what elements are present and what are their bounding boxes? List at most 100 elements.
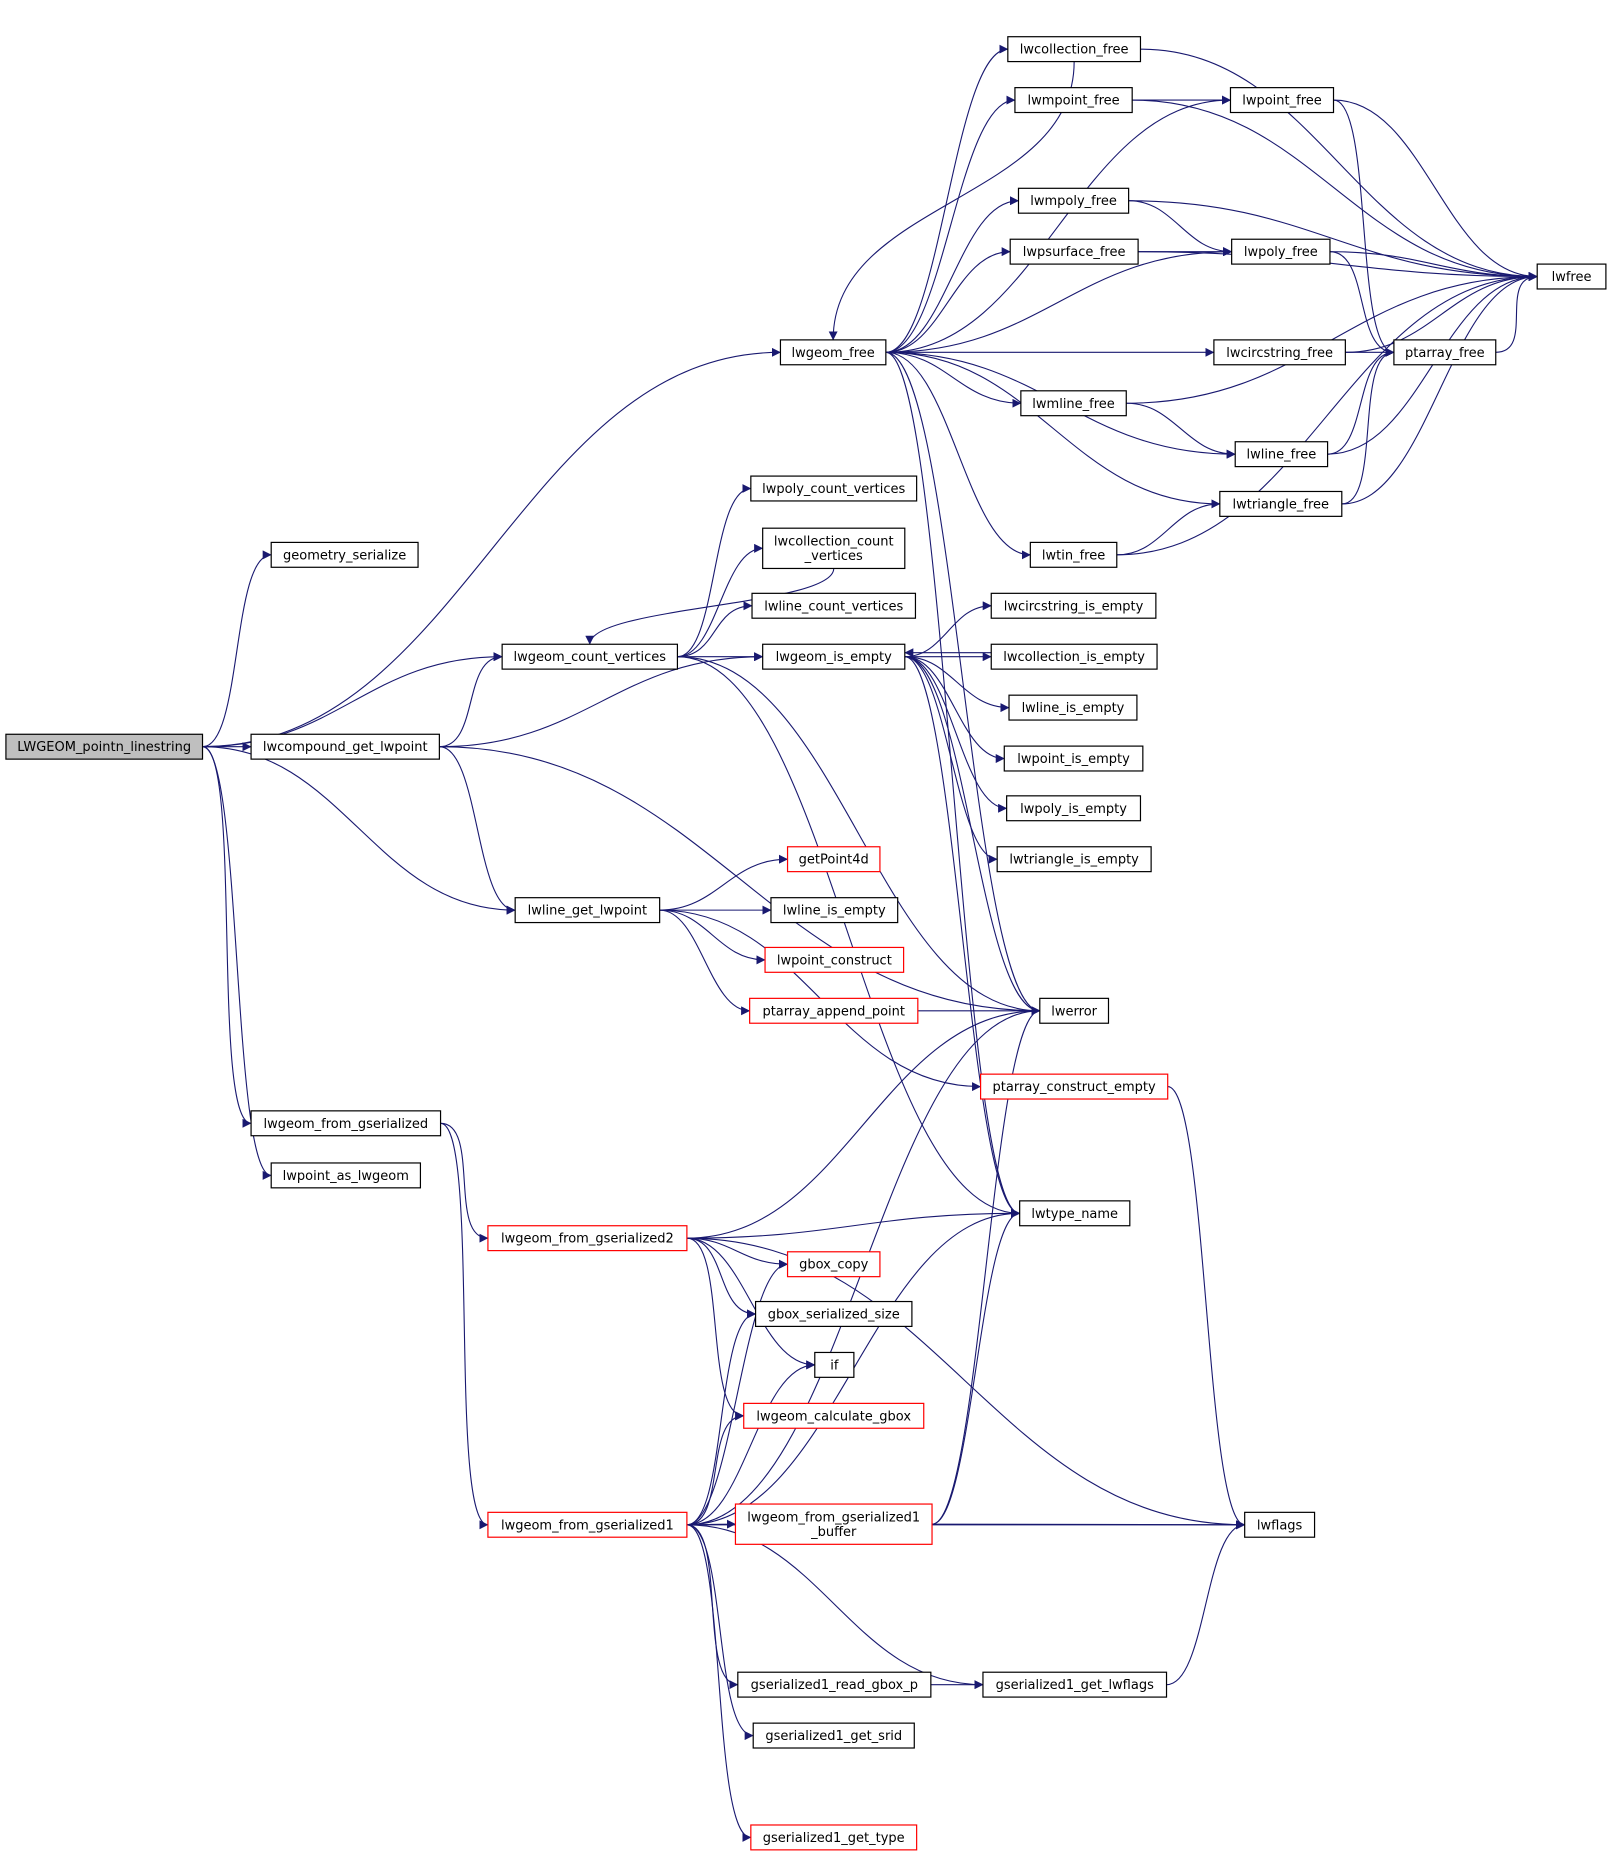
edge-lwcompound_get_lwpoint-to-lwgeom_is_empty (439, 652, 764, 748)
edge-lwline_get_lwpoint-to-lwpoint_construct (659, 909, 766, 965)
node-label: lwpsurface_free (1023, 245, 1126, 260)
node-lwline-is-empty-2[interactable]: lwline_is_empty (770, 897, 899, 924)
node-label: lwpoint_as_lwgeom (283, 1169, 409, 1184)
node-box (1393, 339, 1497, 366)
edge-lwgeom_free-to-lwerror (885, 351, 1041, 1016)
node-lwgeom-from-gserialized1-buffer[interactable]: lwgeom_from_gserialized1_buffer (734, 1503, 933, 1545)
edge-lwline_get_lwpoint-to-ptarray_append_point (659, 909, 751, 1016)
node-ptarray-free[interactable]: ptarray_free (1393, 339, 1497, 366)
node-lwline-is-empty-1[interactable]: lwline_is_empty (1008, 694, 1138, 721)
node-ptarray-construct-empty[interactable]: ptarray_construct_empty (979, 1073, 1169, 1100)
edge-lwline_free-to-ptarray_free (1327, 347, 1395, 455)
node-lwgeom-free[interactable]: lwgeom_free (779, 339, 887, 366)
node-lwcollection-free[interactable]: lwcollection_free (1007, 36, 1142, 63)
node-lwtype-name[interactable]: lwtype_name (1019, 1200, 1131, 1227)
node-gbox-serialized-size[interactable]: gbox_serialized_size (754, 1300, 913, 1328)
node-geometry-serialize[interactable]: geometry_serialize (270, 541, 419, 568)
node-label: lwline_is_empty (783, 904, 886, 919)
node-root[interactable]: LWGEOM_pointn_linestring (5, 733, 204, 760)
node-lwtin-free[interactable]: lwtin_free (1029, 541, 1118, 568)
node-box (762, 643, 906, 670)
node-box (750, 475, 918, 502)
node-lwgeom-from-gserialized1[interactable]: lwgeom_from_gserialized1 (487, 1511, 688, 1538)
node-lwline-count-vertices[interactable]: lwline_count_vertices (751, 592, 917, 619)
node-lwmline-free[interactable]: lwmline_free (1020, 390, 1127, 417)
node-box (1213, 339, 1346, 366)
node-lwpoly-count-vertices[interactable]: lwpoly_count_vertices (750, 475, 918, 502)
node-lwpoint-as-lwgeom[interactable]: lwpoint_as_lwgeom (270, 1162, 422, 1189)
node-lwpsurface-free[interactable]: lwpsurface_free (1009, 238, 1139, 265)
node-lwpoly-free[interactable]: lwpoly_free (1231, 238, 1331, 265)
node-lwtriangle-is-empty[interactable]: lwtriangle_is_empty (996, 846, 1152, 873)
edge-lwcompound_get_lwpoint-to-lwerror (439, 746, 1041, 1016)
node-lwcollection-is-empty[interactable]: lwcollection_is_empty (990, 643, 1158, 670)
node-box (514, 897, 661, 924)
node-gserialized1-get-srid[interactable]: gserialized1_get_srid (752, 1722, 915, 1749)
node-label: lwline_is_empty (1022, 701, 1125, 716)
node-lwgeom-from-gserialized2[interactable]: lwgeom_from_gserialized2 (487, 1225, 688, 1252)
edge-root-to-geometry_serialize (202, 550, 272, 748)
edge-lwgeom_count_vertices-to-lwline_count_vertices (677, 601, 753, 658)
node-lwcollection-count-vertices[interactable]: lwcollection_count_vertices (762, 527, 906, 570)
edge-root-to-lwpoint_as_lwgeom (202, 746, 272, 1180)
node-lwcompound-get-lwpoint[interactable]: lwcompound_get_lwpoint (250, 733, 440, 760)
node-lwcircstring-free[interactable]: lwcircstring_free (1213, 339, 1346, 366)
edge-ptarray_construct_empty-to-lwflags (1167, 1086, 1246, 1530)
node-label: lwgeom_from_gserialized1 (747, 1510, 920, 1525)
node-box (250, 1110, 442, 1137)
node-lwpoly-is-empty[interactable]: lwpoly_is_empty (1006, 795, 1142, 822)
node-label: lwpoint_is_empty (1017, 752, 1130, 767)
node-box (982, 1671, 1168, 1698)
node-label: gbox_copy (799, 1258, 869, 1273)
node-box (749, 997, 919, 1024)
node-lwfree[interactable]: lwfree (1536, 263, 1607, 290)
edge-lwgeom_from_gserialized2-to-lwflags (686, 1237, 1246, 1530)
node-box (754, 1300, 913, 1328)
edge-lwgeom_from_gserialized1-to-gbox_copy (686, 1259, 789, 1526)
node-lwline-get-lwpoint[interactable]: lwline_get_lwpoint (514, 897, 661, 924)
node-if[interactable]: if (814, 1351, 855, 1378)
edge-lwgeom_is_empty-to-lwline_is_empty_1 (904, 656, 1010, 713)
node-box (779, 339, 887, 366)
node-lwtriangle-free[interactable]: lwtriangle_free (1219, 490, 1343, 517)
node-lwgeom-is-empty[interactable]: lwgeom_is_empty (762, 643, 906, 670)
node-lwmpoly-free[interactable]: lwmpoly_free (1017, 187, 1130, 214)
edge-lwgeom_free-to-lwtin_free (885, 351, 1031, 560)
edge-lwtriangle_free-to-lwfree (1341, 272, 1538, 505)
edge-lwgeom_count_vertices-to-lwpoly_count_vertices (677, 484, 752, 658)
node-lwgeom-count-vertices[interactable]: lwgeom_count_vertices (501, 643, 679, 670)
node-lwmpoint-free[interactable]: lwmpoint_free (1014, 87, 1133, 114)
node-lwcircstring-is-empty[interactable]: lwcircstring_is_empty (990, 592, 1157, 619)
node-box (1536, 263, 1607, 290)
node-box (1234, 441, 1329, 468)
node-gserialized1-get-type[interactable]: gserialized1_get_type (750, 1824, 918, 1851)
edge-lwgeom_is_empty-to-lwtype_name (904, 656, 1021, 1218)
node-lwpoint-free[interactable]: lwpoint_free (1229, 87, 1335, 114)
node-lwgeom-calculate-gbox[interactable]: lwgeom_calculate_gbox (743, 1402, 925, 1429)
edge-gserialized1_get_lwflags-to-lwflags (1166, 1520, 1246, 1686)
node-box (990, 592, 1157, 619)
edge-root-to-lwgeom_free (202, 347, 781, 748)
node-box (1014, 87, 1133, 114)
node-lwpoint-is-empty[interactable]: lwpoint_is_empty (1003, 745, 1144, 772)
node-box (1017, 187, 1130, 214)
edge-lwgeom_free-to-lwmpoint_free (885, 95, 1016, 353)
node-ptarray-append-point[interactable]: ptarray_append_point (749, 997, 919, 1024)
node-label: lwgeom_free (792, 346, 875, 361)
edge-lwpoly_free-to-lwfree (1329, 251, 1538, 282)
node-label: lwgeom_from_gserialized (264, 1117, 429, 1132)
node-gserialized1-get-lwflags[interactable]: gserialized1_get_lwflags (982, 1671, 1168, 1698)
node-lwline-free[interactable]: lwline_free (1234, 441, 1329, 468)
node-gserialized1-read-gbox-p[interactable]: gserialized1_read_gbox_p (737, 1671, 932, 1698)
node-lwflags[interactable]: lwflags (1244, 1511, 1316, 1538)
edge-lwcompound_get_lwpoint-to-lwline_get_lwpoint (439, 746, 516, 915)
edge-layer (202, 44, 1538, 1842)
node-lwgeom-from-gserialized[interactable]: lwgeom_from_gserialized (250, 1110, 442, 1137)
node-label: lwmpoly_free (1030, 194, 1117, 209)
node-gbox-copy[interactable]: gbox_copy (786, 1251, 881, 1278)
node-lwpoint-construct[interactable]: lwpoint_construct (764, 946, 905, 973)
edge-lwcompound_get_lwpoint-to-lwgeom_count_vertices (439, 652, 503, 748)
node-getPoint4d[interactable]: getPoint4d (786, 846, 881, 873)
node-box (737, 1671, 932, 1698)
node-lwerror[interactable]: lwerror (1039, 997, 1110, 1024)
